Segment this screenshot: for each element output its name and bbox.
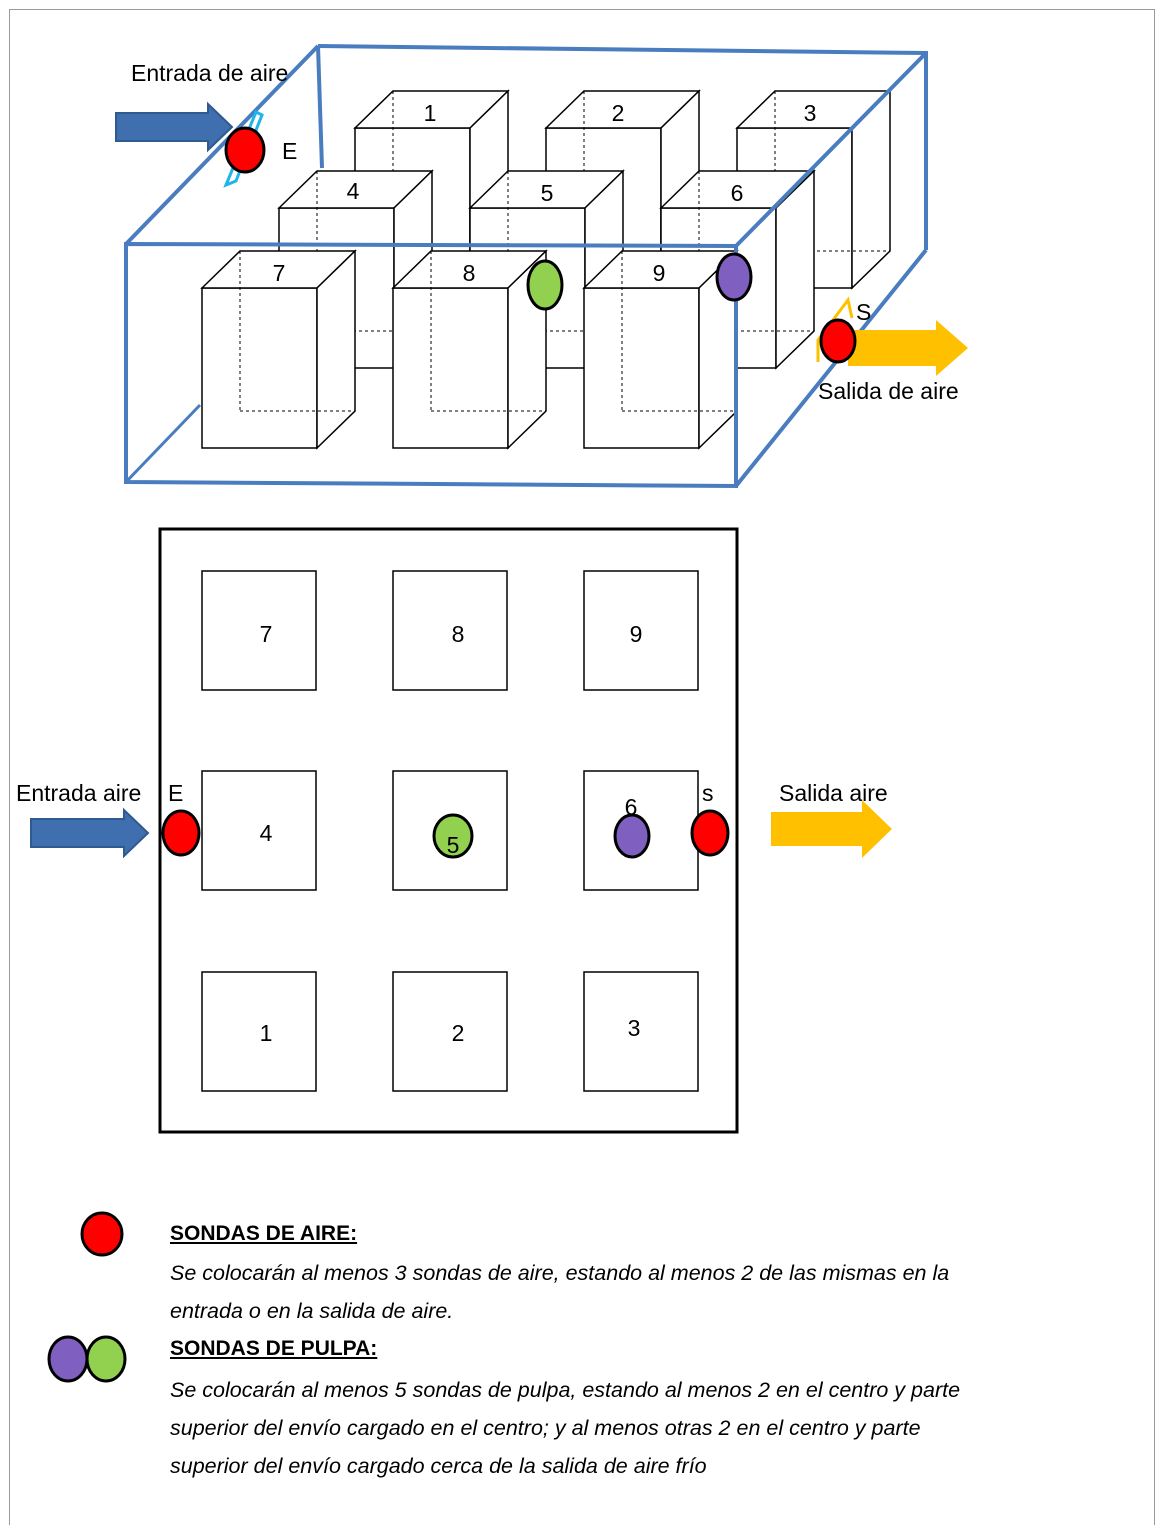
legend-pulp-text-1: Se colocarán al menos 5 sondas de pulpa,…: [170, 1378, 961, 1402]
legend-pulp-probe-purple-icon: [47, 1335, 89, 1383]
legend-air-probe-icon: [80, 1211, 124, 1257]
pulp-probe-purple-icon: [715, 252, 753, 302]
plan-label-2: 2: [452, 1020, 465, 1046]
air-inlet-arrow-icon: [115, 101, 234, 153]
legend-air-text-2: entrada o en la salida de aire.: [170, 1299, 454, 1323]
plan-air-outlet-arrow-icon: [771, 800, 892, 858]
plan-pulp-probe-purple-icon: [613, 813, 651, 859]
probe-e-label: E: [282, 138, 297, 164]
plan-air-probe-inlet-icon: [161, 809, 201, 857]
plan-box-7: [201, 570, 317, 691]
air-outlet-label: Salida de aire: [818, 378, 959, 404]
legend-pulp-probe-green-icon: [85, 1335, 127, 1383]
plan-label-5: 5: [447, 832, 460, 858]
cube-label-6: 6: [731, 180, 744, 206]
plan-box-3: [583, 971, 699, 1092]
plan-box-9: [583, 570, 699, 691]
plan-box-4: [201, 770, 317, 891]
pulp-probe-green-icon: [526, 259, 564, 311]
plan-box-1: [201, 971, 317, 1092]
plan-box-8: [392, 570, 508, 691]
air-probe-inlet-icon: [224, 126, 266, 174]
plan-pulp-probe-green-icon: [432, 813, 474, 859]
plan-label-6: 6: [625, 794, 638, 820]
air-inlet-label: Entrada de aire: [131, 60, 288, 86]
plan-air-outlet-label: Salida aire: [779, 780, 888, 806]
legend-air-text-1: Se colocarán al menos 3 sondas de aire, …: [170, 1261, 950, 1285]
plan-label-3: 3: [628, 1015, 641, 1041]
plan-label-7: 7: [260, 621, 273, 647]
plan-container: [158, 527, 739, 1134]
air-probe-outlet-icon: [819, 318, 857, 364]
legend-pulp-title: SONDAS DE PULPA:: [170, 1337, 378, 1360]
plan-probe-e-label: E: [168, 780, 183, 806]
cube-label-8: 8: [463, 260, 476, 286]
air-outlet-arrow-icon: [848, 320, 968, 376]
page-frame: [9, 9, 1155, 1525]
cube-label-1: 1: [424, 100, 437, 126]
cube-label-7: 7: [273, 260, 286, 286]
cube-label-3: 3: [804, 100, 817, 126]
legend-air-title: SONDAS DE AIRE:: [170, 1222, 358, 1245]
plan-label-1: 1: [260, 1020, 273, 1046]
plan-air-probe-outlet-icon: [690, 809, 730, 857]
container-top: [124, 44, 928, 488]
plan-label-8: 8: [452, 621, 465, 647]
container-bottom-edge: [124, 403, 202, 484]
cube-label-4: 4: [347, 178, 360, 204]
container-front: [124, 241, 738, 489]
plan-probe-s-label: s: [702, 780, 714, 806]
plan-air-inlet-arrow-icon: [30, 807, 150, 859]
plan-label-9: 9: [630, 621, 643, 647]
cube-label-9: 9: [653, 260, 666, 286]
plan-air-inlet-label: Entrada aire: [16, 780, 141, 806]
cube-label-2: 2: [612, 100, 625, 126]
plan-label-4: 4: [260, 820, 273, 846]
cube-label-5: 5: [541, 180, 554, 206]
legend-pulp-text-2: superior del envío cargado en el centro;…: [170, 1416, 921, 1440]
legend-pulp-text-3: superior del envío cargado cerca de la s…: [170, 1454, 707, 1478]
plan-box-2: [392, 971, 508, 1092]
probe-s-label: S: [856, 299, 871, 325]
